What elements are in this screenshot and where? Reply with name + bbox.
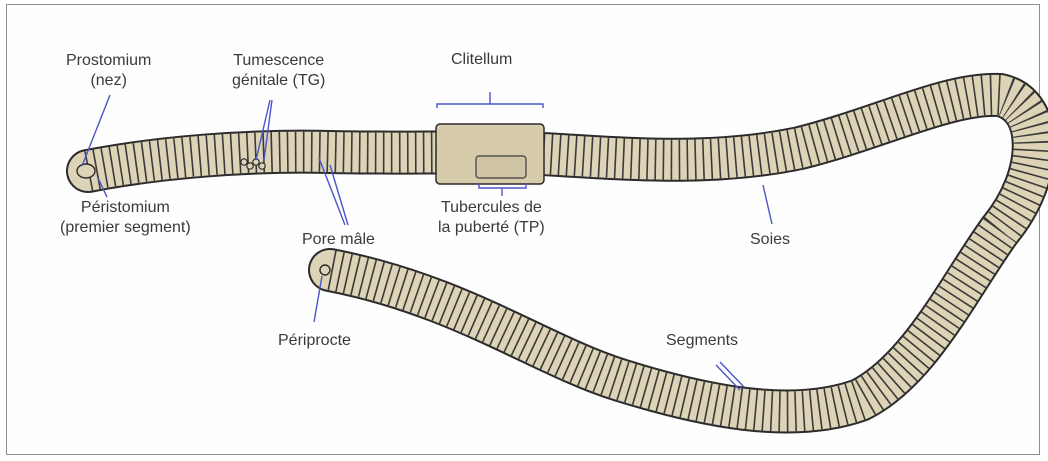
label-peristomium: Péristomium(premier segment) (60, 198, 191, 238)
label-periprocte: Périprocte (278, 331, 351, 351)
prostomium-tip (77, 164, 95, 178)
label-soies: Soies (750, 230, 790, 250)
periprocte-tip (320, 265, 330, 275)
label-pore-male: Pore mâle (302, 230, 375, 250)
label-clitellum: Clitellum (451, 50, 512, 70)
label-segments: Segments (666, 331, 738, 351)
tubercules-patch (476, 156, 526, 178)
label-prostomium: Prostomium(nez) (66, 51, 151, 91)
